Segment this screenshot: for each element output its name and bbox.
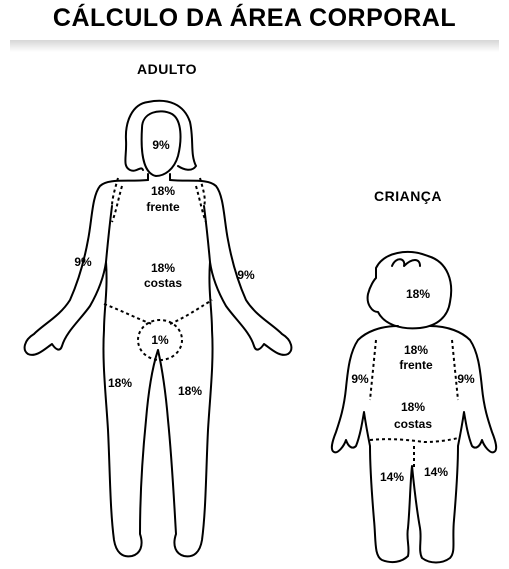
child-arm-right-percent: 9% xyxy=(451,373,481,386)
adult-head-percent: 9% xyxy=(146,139,176,152)
child-heading: CRIANÇA xyxy=(353,190,463,203)
adult-inner-arm-left xyxy=(106,206,112,262)
child-torso-back-percent: 18% xyxy=(393,401,433,414)
adult-torso-front-label: frente xyxy=(133,201,193,214)
adult-heading: ADULTO xyxy=(122,63,212,76)
child-leg-left-percent: 14% xyxy=(374,471,410,484)
adult-silhouette xyxy=(25,180,292,556)
child-hip-line xyxy=(370,438,458,442)
child-hair-curl xyxy=(392,259,420,266)
adult-genital-percent: 1% xyxy=(145,334,175,347)
child-torso-front-label: frente xyxy=(386,359,446,372)
child-torso-divider-right xyxy=(452,340,458,400)
child-torso-front-percent: 18% xyxy=(396,344,436,357)
child-torso-divider-left xyxy=(370,340,376,400)
adult-figure xyxy=(25,101,292,557)
child-head-percent: 18% xyxy=(398,288,438,301)
child-torso-back-label: costas xyxy=(380,418,446,431)
adult-shoulder-left-dash xyxy=(112,178,118,206)
child-leg-right-percent: 14% xyxy=(418,466,454,479)
adult-leg-left-percent: 18% xyxy=(102,377,138,390)
child-arm-left-percent: 9% xyxy=(345,373,375,386)
adult-arm-left-percent: 9% xyxy=(68,256,98,269)
adult-leg-right-percent: 18% xyxy=(172,385,208,398)
adult-torso-back-label: costas xyxy=(130,277,196,290)
adult-inner-arm-right xyxy=(204,206,210,262)
adult-torso-front-percent: 18% xyxy=(138,185,188,198)
adult-torso-back-percent: 18% xyxy=(138,262,188,275)
adult-arm-right-percent: 9% xyxy=(231,269,261,282)
